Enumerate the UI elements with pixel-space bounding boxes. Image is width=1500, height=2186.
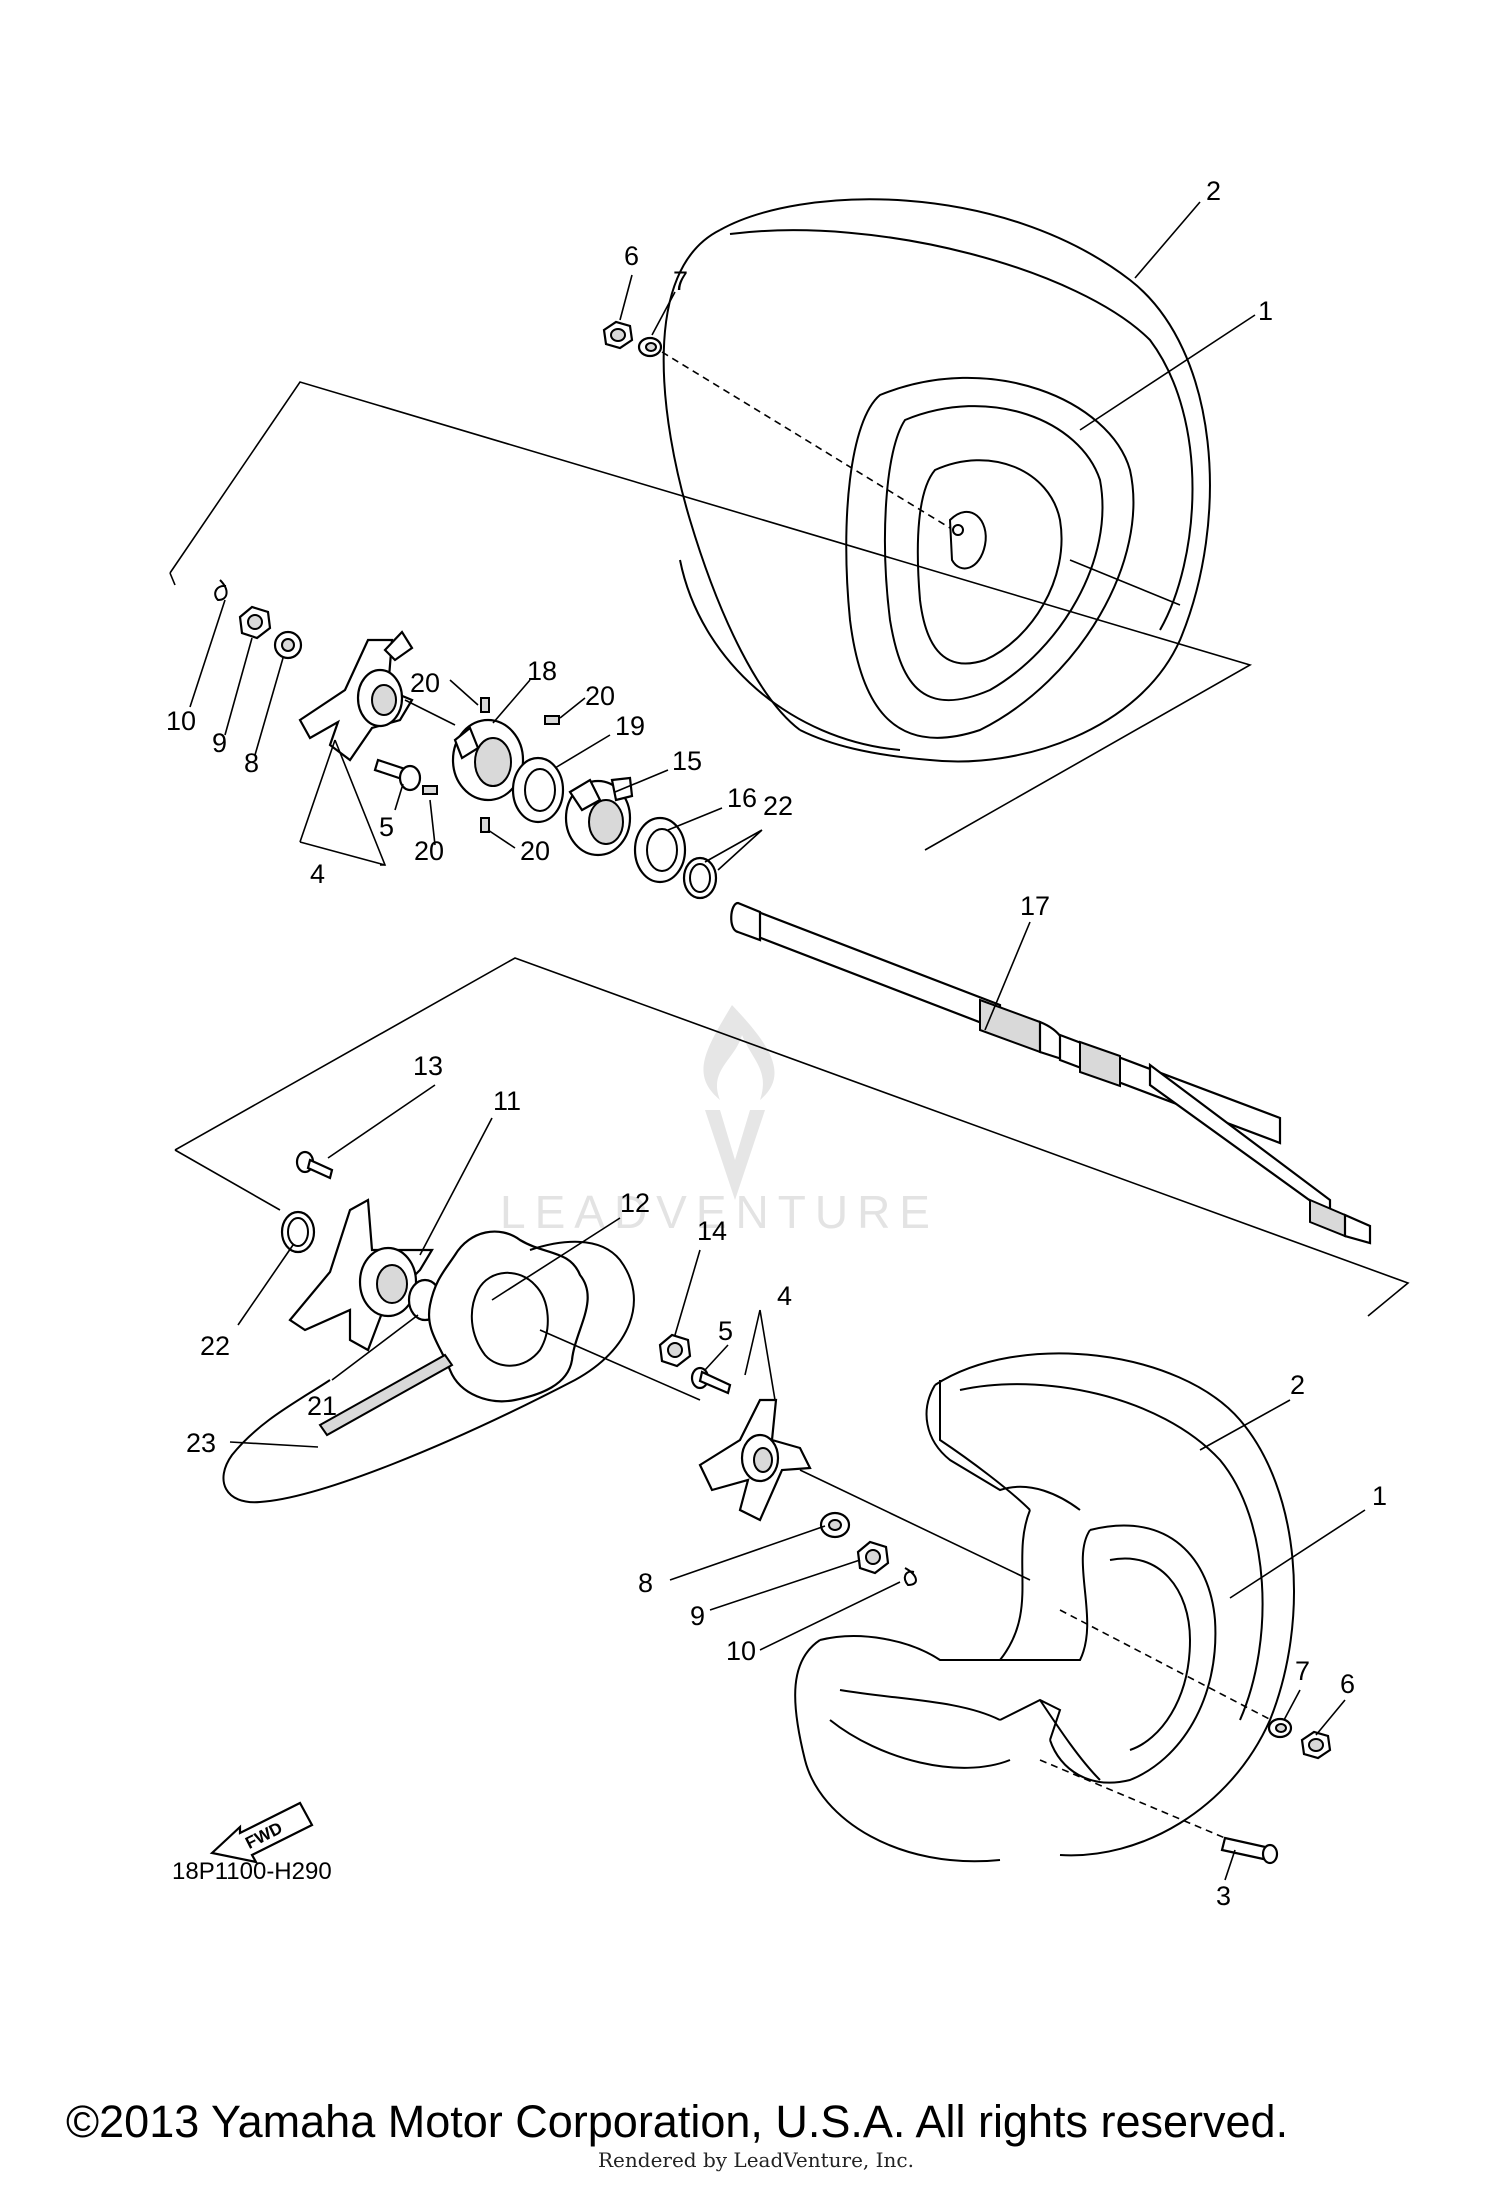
callout-8-upper: 8 bbox=[244, 748, 259, 778]
callout-9-lower: 9 bbox=[690, 1601, 705, 1631]
callout-20-top-left: 20 bbox=[410, 668, 440, 698]
lower-cotter-pin bbox=[903, 1567, 917, 1587]
callout-13: 13 bbox=[413, 1051, 443, 1081]
callout-numbers: 2 1 6 7 10 9 8 4 5 20 20 20 20 18 19 15 … bbox=[166, 176, 1387, 1911]
rendered-by-note: Rendered by LeadVenture, Inc. bbox=[598, 2148, 914, 2172]
callout-20-bottom-left: 20 bbox=[414, 836, 444, 866]
callout-19: 19 bbox=[615, 711, 645, 741]
callout-17: 17 bbox=[1020, 891, 1050, 921]
oil-seal bbox=[511, 756, 565, 824]
lower-axle-nut bbox=[856, 1540, 890, 1575]
upper-tire bbox=[662, 198, 1211, 763]
lower-tire bbox=[794, 1352, 1295, 1863]
callout-7-upper: 7 bbox=[673, 266, 688, 296]
callout-4-lower: 4 bbox=[777, 1281, 792, 1311]
lower-hub-nut bbox=[658, 1333, 692, 1368]
callout-12: 12 bbox=[620, 1188, 650, 1218]
set-screw-top bbox=[480, 697, 490, 713]
callout-14: 14 bbox=[697, 1216, 727, 1246]
upper-hub-bolt bbox=[373, 758, 422, 792]
callout-2-lower: 2 bbox=[1290, 1370, 1305, 1400]
watermark-text: LEADVENTURE bbox=[500, 1186, 939, 1238]
upper-cotter-pin bbox=[214, 579, 228, 602]
callout-5-upper: 5 bbox=[379, 812, 394, 842]
callout-23: 23 bbox=[186, 1428, 216, 1458]
callout-20-top-right: 20 bbox=[585, 681, 615, 711]
drive-chain bbox=[222, 1240, 635, 1504]
callout-2-upper: 2 bbox=[1206, 176, 1221, 206]
upper-wheel-washer bbox=[637, 336, 663, 358]
callout-22-lower: 22 bbox=[200, 1331, 230, 1361]
tire-valve bbox=[1220, 1836, 1279, 1865]
set-screw-right bbox=[544, 715, 560, 725]
callout-20-bottom-right: 20 bbox=[520, 836, 550, 866]
lower-axle-washer bbox=[819, 1511, 851, 1539]
rear-axle bbox=[730, 901, 1372, 1245]
callout-11: 11 bbox=[493, 1086, 521, 1116]
upper-hub bbox=[298, 630, 414, 762]
callout-1-lower: 1 bbox=[1372, 1481, 1387, 1511]
rear-sprocket bbox=[427, 1230, 589, 1403]
callout-6-upper: 6 bbox=[624, 241, 639, 271]
set-screw-left bbox=[422, 785, 438, 795]
upper-axle-washer bbox=[273, 630, 303, 660]
lower-assembly-frame bbox=[174, 957, 1410, 1317]
callout-9-upper: 9 bbox=[212, 728, 227, 758]
leadventure-watermark: LEADVENTURE bbox=[500, 1005, 939, 1238]
callout-3: 3 bbox=[1216, 1881, 1231, 1911]
set-screw-bottom bbox=[480, 817, 490, 833]
upper-wheel-nut bbox=[602, 320, 634, 350]
diagram-code: 18P1100-H290 bbox=[172, 1858, 332, 1885]
copyright-notice: ©2013 Yamaha Motor Corporation, U.S.A. A… bbox=[66, 2096, 1289, 2147]
callout-10-lower: 10 bbox=[726, 1636, 756, 1666]
callout-22-upper: 22 bbox=[763, 791, 793, 821]
callout-10-upper: 10 bbox=[166, 706, 196, 736]
callout-15: 15 bbox=[672, 746, 702, 776]
callout-8-lower: 8 bbox=[638, 1568, 653, 1598]
callout-16: 16 bbox=[727, 783, 757, 813]
bearing-holder bbox=[451, 718, 525, 802]
lower-wheel-nut bbox=[1300, 1730, 1332, 1760]
bearing-ring bbox=[633, 816, 687, 884]
callout-18: 18 bbox=[527, 656, 557, 686]
sprocket-hub bbox=[288, 1198, 434, 1352]
lower-wheel-washer bbox=[1267, 1717, 1293, 1739]
upper-assembly-frame bbox=[169, 381, 1253, 851]
callout-21: 21 bbox=[307, 1391, 337, 1421]
lower-hub bbox=[698, 1398, 812, 1522]
callout-5-lower: 5 bbox=[718, 1316, 733, 1346]
forward-arrow-icon: FWD bbox=[209, 1801, 314, 1864]
lower-hub-bolt bbox=[690, 1366, 732, 1395]
leader-lines bbox=[189, 201, 1366, 1881]
callout-4-upper: 4 bbox=[310, 859, 325, 889]
axle-bearing bbox=[564, 776, 634, 857]
sprocket-hub-bolt bbox=[295, 1150, 334, 1180]
callout-1-upper: 1 bbox=[1258, 296, 1273, 326]
upper-axle-nut bbox=[238, 605, 272, 640]
callout-7-lower: 7 bbox=[1295, 1656, 1310, 1686]
callout-6-lower: 6 bbox=[1340, 1669, 1355, 1699]
